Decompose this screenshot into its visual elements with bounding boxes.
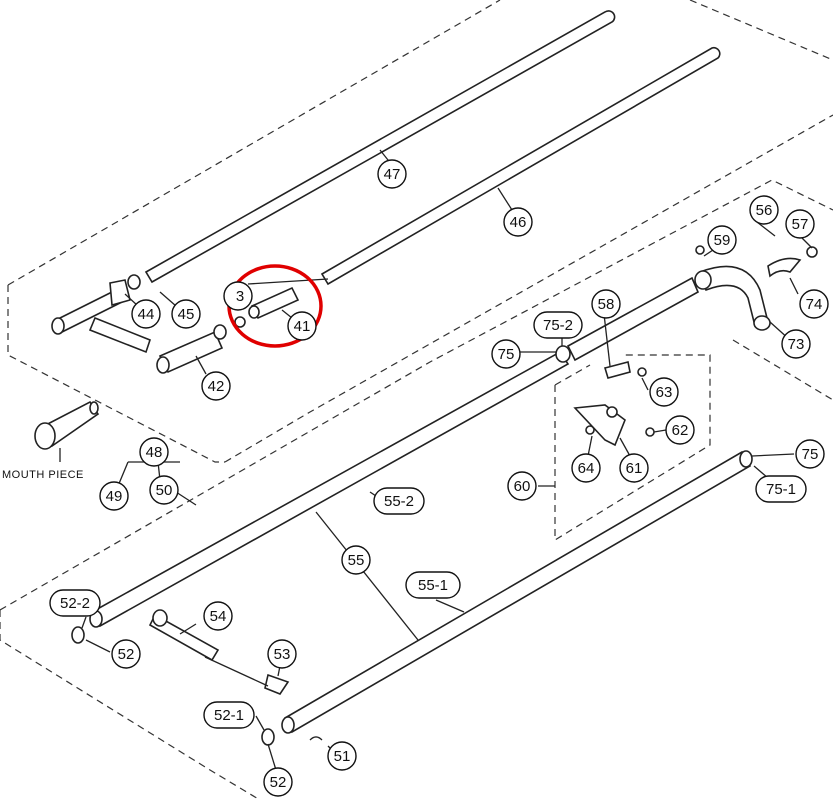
callout-62: 62 [665, 415, 695, 445]
svg-text:55: 55 [348, 552, 365, 569]
svg-text:58: 58 [598, 296, 615, 313]
callout-52-1: 52-1 [203, 701, 255, 729]
callout-41: 41 [287, 311, 317, 341]
callout-52-2: 52-2 [49, 589, 101, 617]
svg-text:51: 51 [334, 748, 351, 765]
callout-49: 49 [99, 481, 129, 511]
svg-text:55-2: 55-2 [384, 493, 414, 510]
water-key-assembly [573, 245, 818, 447]
svg-text:45: 45 [178, 306, 195, 323]
svg-text:55-1: 55-1 [418, 577, 448, 594]
callout-57: 57 [785, 209, 815, 239]
svg-text:52: 52 [270, 774, 287, 791]
svg-text:54: 54 [210, 608, 227, 625]
callout-54: 54 [203, 601, 233, 631]
callout-50: 50 [149, 475, 179, 505]
slide-brace-assembly [51, 279, 246, 374]
svg-text:52-1: 52-1 [214, 707, 244, 724]
callout-73: 73 [781, 329, 811, 359]
upper-slide-tubes [127, 10, 721, 290]
svg-text:74: 74 [806, 296, 823, 313]
svg-text:44: 44 [138, 306, 155, 323]
part-41-sleeve [248, 286, 300, 320]
callout-53: 53 [267, 639, 297, 669]
svg-text:50: 50 [156, 482, 173, 499]
svg-text:53: 53 [274, 646, 291, 663]
svg-text:49: 49 [106, 488, 123, 505]
callout-64: 64 [571, 453, 601, 483]
bell-section-tubes [71, 257, 802, 746]
callout-55-1: 55-1 [405, 571, 461, 599]
mouthpiece-label: MOUTH PIECE [2, 469, 84, 481]
svg-text:46: 46 [510, 214, 527, 231]
leader-lines [59, 149, 813, 771]
mouthpiece-drawing [34, 400, 100, 450]
svg-text:64: 64 [578, 460, 595, 477]
svg-text:73: 73 [788, 336, 805, 353]
callout-55: 55 [341, 545, 371, 575]
svg-text:52-2: 52-2 [60, 595, 90, 612]
svg-text:75: 75 [802, 446, 819, 463]
svg-text:61: 61 [626, 460, 643, 477]
svg-text:48: 48 [146, 444, 163, 461]
svg-text:75: 75 [498, 346, 515, 363]
callout-47: 47 [377, 159, 407, 189]
callout-75-right: 75 [795, 439, 825, 469]
svg-text:60: 60 [514, 478, 531, 495]
callout-61: 61 [619, 453, 649, 483]
callout-52-bottom: 52 [263, 767, 293, 797]
callout-55-2: 55-2 [373, 487, 425, 515]
svg-text:62: 62 [672, 422, 689, 439]
callout-46: 46 [503, 207, 533, 237]
callout-59: 59 [707, 225, 737, 255]
callout-45: 45 [171, 299, 201, 329]
svg-text:56: 56 [756, 202, 773, 219]
svg-text:42: 42 [208, 378, 225, 395]
callout-42: 42 [201, 371, 231, 401]
callout-75-left: 75 [491, 339, 521, 369]
callout-56: 56 [749, 195, 779, 225]
callout-75-2: 75-2 [533, 311, 583, 339]
callout-51: 51 [327, 741, 357, 771]
svg-text:52: 52 [118, 646, 135, 663]
svg-text:63: 63 [656, 384, 673, 401]
callout-60: 60 [507, 471, 537, 501]
svg-text:57: 57 [792, 216, 809, 233]
svg-text:47: 47 [384, 166, 401, 183]
svg-text:75-2: 75-2 [543, 317, 573, 334]
svg-text:75-1: 75-1 [766, 481, 796, 498]
callout-75-1: 75-1 [755, 475, 807, 503]
svg-text:3: 3 [236, 288, 244, 305]
callout-63: 63 [649, 377, 679, 407]
callout-58: 58 [591, 289, 621, 319]
callout-44: 44 [131, 299, 161, 329]
callout-52-top: 52 [111, 639, 141, 669]
callout-48: 48 [139, 437, 169, 467]
callouts: 47 46 44 45 3 41 42 48 49 50 56 57 59 74… [49, 159, 829, 797]
svg-text:59: 59 [714, 232, 731, 249]
callout-74: 74 [799, 289, 829, 319]
svg-text:41: 41 [294, 318, 311, 335]
callout-43: 3 [223, 281, 253, 311]
